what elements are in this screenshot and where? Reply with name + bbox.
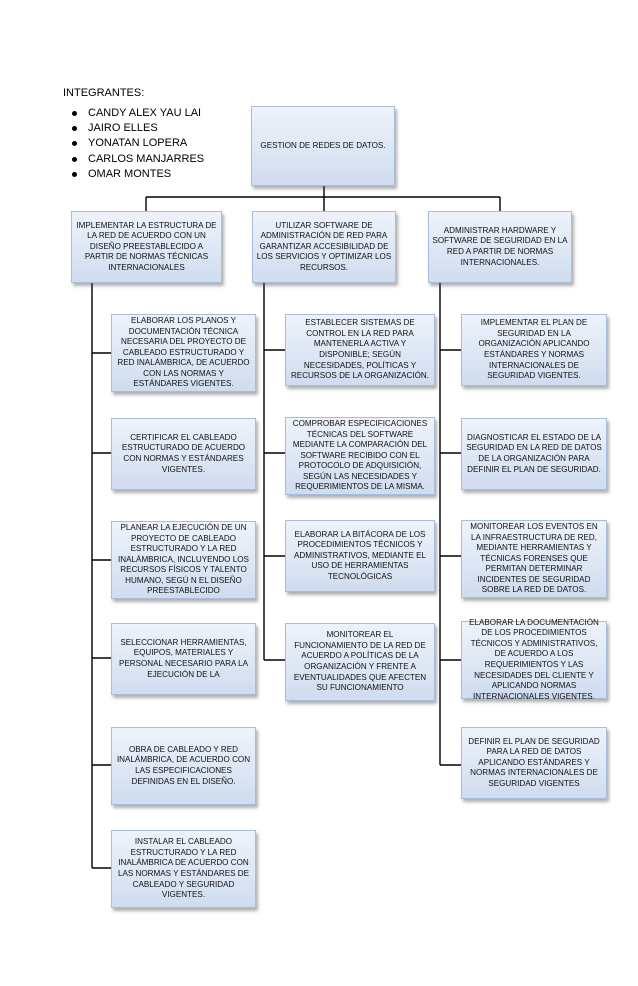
root-node: GESTION DE REDES DE DATOS.	[251, 106, 395, 186]
task-node: ELABORAR LA BITÁCORA DE LOS PROCEDIMIENT…	[285, 520, 435, 592]
member-item: OMAR MONTES	[70, 167, 204, 182]
task-node: ESTABLECER SISTEMAS DE CONTROL EN LA RED…	[285, 314, 435, 386]
bullet-icon	[72, 156, 77, 162]
task-node: MONITOREAR EL FUNCIONAMIENTO DE LA RED D…	[285, 623, 435, 701]
task-node: ELABORAR LA DOCUMENTACIÓN DE LOS PROCEDI…	[461, 618, 607, 701]
task-node: COMPROBAR ESPECIFICACIONES TÉCNICAS DEL …	[285, 417, 435, 495]
branch-node-security: ADMINISTRAR HARDWARE Y SOFTWARE DE SEGUR…	[428, 211, 572, 283]
members-title: INTEGRANTES:	[63, 87, 145, 99]
bullet-icon	[72, 111, 77, 116]
branch-node-software: UTILIZAR SOFTWARE DE ADMINISTRACIÓN DE R…	[252, 211, 396, 283]
branch-node-infrastructure: IMPLEMENTAR LA ESTRUCTURA DE LA RED DE A…	[71, 211, 222, 283]
bullet-icon	[72, 126, 77, 132]
task-node: CERTIFICAR EL CABLEADO ESTRUCTURADO DE A…	[111, 418, 256, 490]
members-list: CANDY ALEX YAU LAI JAIRO ELLES YONATAN L…	[70, 106, 204, 182]
task-node: IMPLEMENTAR EL PLAN DE SEGURIDAD EN LA O…	[461, 314, 607, 386]
task-node: ELABORAR LOS PLANOS Y DOCUMENTACIÓN TÉCN…	[111, 314, 256, 392]
task-node: MONITOREAR LOS EVENTOS EN LA INFRAESTRUC…	[461, 520, 607, 598]
bullet-icon	[72, 171, 77, 177]
bullet-icon	[72, 141, 77, 147]
member-item: YONATAN LOPERA	[70, 136, 204, 151]
task-node: DIAGNOSTICAR EL ESTADO DE LA SEGURIDAD E…	[461, 418, 607, 490]
task-node: INSTALAR EL CABLEADO ESTRUCTURADO Y LA R…	[111, 830, 256, 908]
member-item: CARLOS MANJARRES	[70, 152, 204, 167]
member-item: CANDY ALEX YAU LAI	[70, 106, 204, 121]
task-node: OBRA DE CABLEADO Y RED INALÁMBRICA, DE A…	[111, 727, 256, 805]
task-node: SELECCIONAR HERRAMIENTAS, EQUIPOS, MATER…	[111, 623, 256, 695]
task-node: DEFINIR EL PLAN DE SEGURIDAD PARA LA RED…	[461, 727, 607, 799]
member-item: JAIRO ELLES	[70, 121, 204, 136]
task-node: PLANEAR LA EJECUCIÓN DE UN PROYECTO DE C…	[111, 521, 256, 599]
